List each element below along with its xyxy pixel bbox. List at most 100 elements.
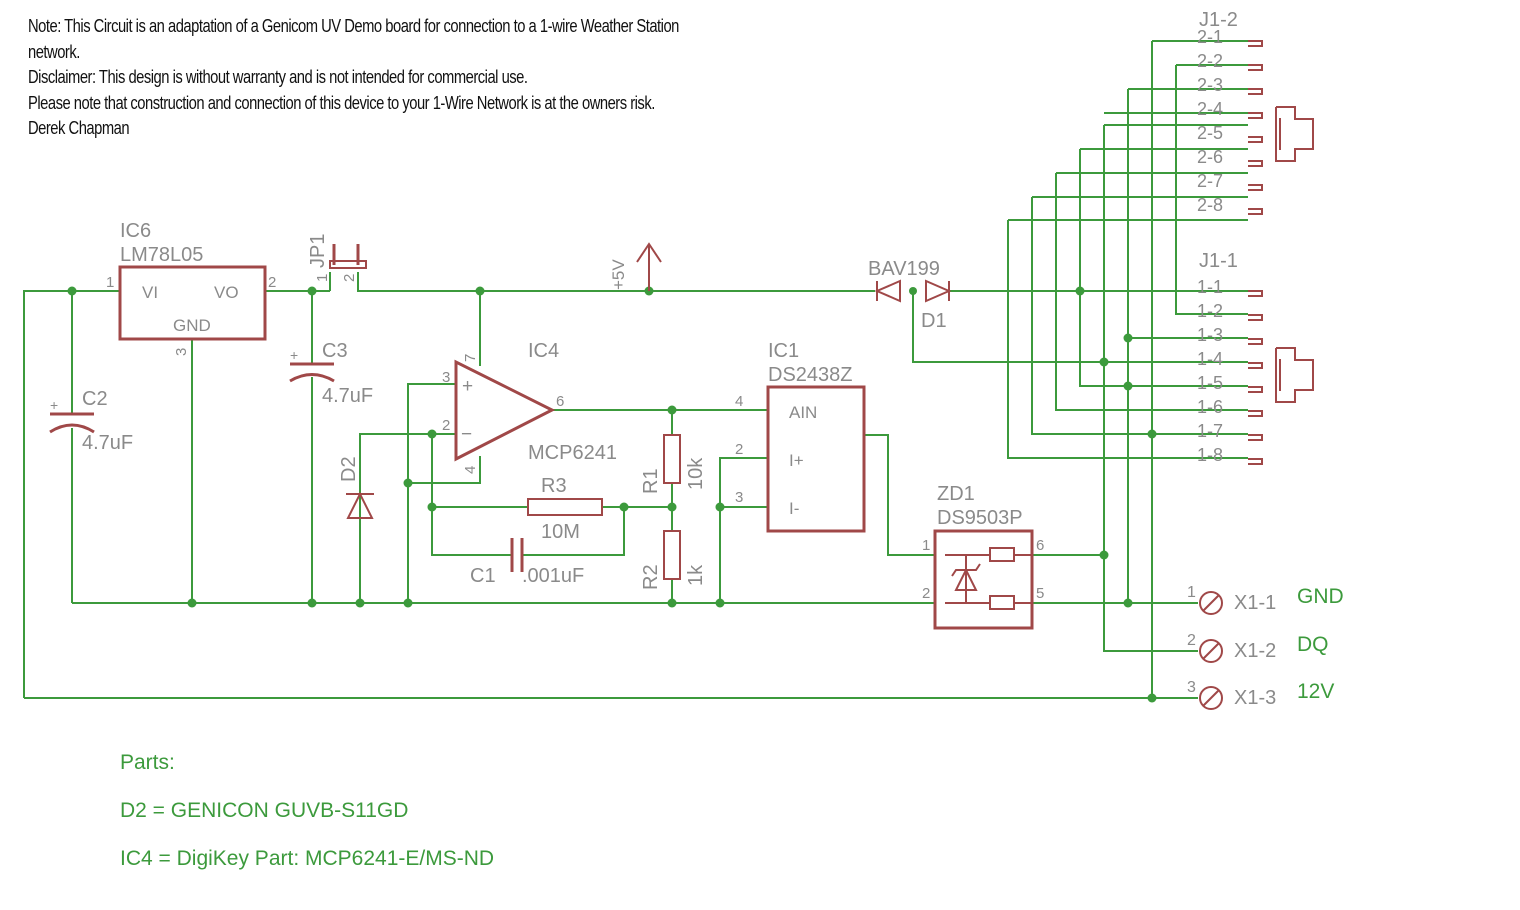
j1-1-pin-label-1: 1-1	[1197, 277, 1223, 297]
r3-name: R3	[541, 475, 567, 497]
c2-name: C2	[82, 388, 108, 410]
jp1-jumper: JP1 1 2	[307, 234, 367, 291]
j1-1-pin-label-4: 1-4	[1197, 349, 1223, 369]
j1-2-pin-4	[1248, 112, 1263, 119]
j1-2-pin-2	[1248, 64, 1263, 71]
ic4-minus: −	[461, 424, 472, 445]
r2-name: R2	[640, 564, 662, 590]
j1-1-pin-8	[1248, 458, 1263, 465]
c3-capacitor: + C3 4.7uF	[289, 340, 373, 407]
parts-line-ic4: IC4 = DigiKey Part: MCP6241-E/MS-ND	[120, 847, 495, 870]
ic6-pin2: 2	[268, 274, 276, 291]
j1-1-pin-1	[1248, 290, 1263, 297]
j1-1-pin-3	[1248, 338, 1263, 345]
zd1-pin2: 2	[922, 585, 930, 602]
j1-1-pin-7	[1248, 434, 1263, 441]
x1-terminal-1: 1 X1-1 GND	[1187, 584, 1344, 615]
x1-terminal-2: 2 X1-2 DQ	[1187, 632, 1329, 663]
ic6-regulator: IC6 LM78L05 VI VO GND 1 2 3	[106, 220, 276, 356]
j1-2-pin-label-7: 2-7	[1197, 171, 1223, 191]
j1-2-pin-3	[1248, 88, 1263, 95]
r1-resistor: R1 10k	[640, 434, 707, 494]
ic4-pin6: 6	[556, 393, 564, 410]
zd1-pin1: 1	[922, 537, 930, 554]
note-line-2: network.	[28, 42, 80, 62]
c3-name: C3	[322, 340, 348, 362]
ic6-pin3: 3	[173, 348, 190, 356]
ic4-pin2: 2	[442, 417, 450, 434]
ic4-value: MCP6241	[528, 442, 617, 464]
jp1-name: JP1	[307, 234, 329, 268]
ic6-name: IC6	[120, 220, 151, 242]
jp1-pin1: 1	[314, 274, 331, 282]
d1-name: D1	[921, 310, 947, 332]
j1-1-pin-6	[1248, 410, 1263, 417]
ic4-pin3: 3	[442, 369, 450, 386]
supply-label: +5V	[609, 259, 628, 290]
j1-2-pin-label-4: 2-4	[1197, 99, 1223, 119]
ic6-gnd: GND	[173, 316, 211, 335]
zd1-pin5: 5	[1036, 585, 1044, 602]
c3-value: 4.7uF	[322, 385, 373, 407]
ic1-value: DS2438Z	[768, 364, 853, 386]
ic4-name: IC4	[528, 340, 559, 362]
j1-2-pin-7	[1248, 184, 1263, 191]
ic6-vo: VO	[214, 283, 239, 302]
x1-terminals: 1 X1-1 GND 2 X1-2 DQ 3 X1-3 12V	[1187, 584, 1344, 710]
x1-1-num: 1	[1187, 584, 1196, 601]
ic1-ds2438z: IC1 DS2438Z AIN I+ I- 4 2 3	[735, 340, 866, 533]
j1-1-pin-5	[1248, 386, 1263, 393]
r2-value: 1k	[685, 564, 707, 586]
zd1-ds9503p: ZD1 DS9503P 1 2 6 5	[922, 483, 1044, 630]
plus5v-supply: +5V	[609, 242, 662, 291]
note-line-1: Note: This Circuit is an adaptation of a…	[28, 16, 679, 36]
c1-capacitor: C1 .001uF	[470, 538, 584, 587]
x1-1-name: X1-1	[1234, 592, 1276, 614]
c1-value: .001uF	[522, 565, 584, 587]
c2-capacitor: + C2 4.7uF	[49, 388, 133, 454]
j1-2-pin-label-5: 2-5	[1197, 123, 1223, 143]
j1-2-pin-label-1: 2-1	[1197, 27, 1223, 47]
ic1-pin2: 2	[735, 441, 743, 458]
j1-2-connector: J1-2 2-12-22-32-42-52-62-72-8	[1197, 9, 1314, 215]
x1-2-num: 2	[1187, 632, 1196, 649]
d2-photodiode: D2	[338, 456, 374, 519]
x1-1-net: GND	[1297, 585, 1344, 608]
wires	[23, 40, 1248, 699]
svg-text:+: +	[290, 347, 298, 363]
j1-2-name: J1-2	[1199, 9, 1238, 31]
ic1-name: IC1	[768, 340, 799, 362]
j1-1-pin-4	[1248, 362, 1263, 369]
j1-1-pin-label-2: 1-2	[1197, 301, 1223, 321]
ic1-iminus: I-	[789, 499, 799, 518]
bav199-name: BAV199	[868, 258, 940, 280]
r3-value: 10M	[541, 521, 580, 543]
r2-resistor: R2 1k	[640, 530, 707, 590]
x1-3-net: 12V	[1297, 680, 1334, 703]
j1-1-pin-label-8: 1-8	[1197, 445, 1223, 465]
ic1-pin4: 4	[735, 393, 743, 410]
j1-1-name: J1-1	[1199, 250, 1238, 272]
jp1-pin2: 2	[341, 274, 358, 282]
x1-3-num: 3	[1187, 679, 1196, 696]
c1-name: C1	[470, 565, 496, 587]
j1-1-pin-2	[1248, 314, 1263, 321]
ic4-plus: +	[462, 376, 473, 397]
j1-2-pin-8	[1248, 208, 1263, 215]
x1-2-net: DQ	[1297, 633, 1329, 656]
ic6-pin1: 1	[106, 274, 114, 291]
j1-1-connector: J1-1 1-11-21-31-41-51-61-71-8	[1197, 250, 1314, 465]
author-line: Derek Chapman	[28, 118, 130, 138]
zd1-pin6: 6	[1036, 537, 1044, 554]
risk-note-line: Please note that construction and connec…	[28, 93, 655, 113]
x1-2-name: X1-2	[1234, 640, 1276, 662]
bav199-diode-pair: BAV199 D1	[868, 258, 952, 332]
j1-2-pin-6	[1248, 160, 1263, 167]
parts-line-d2: D2 = GENICON GUVB-S11GD	[120, 799, 409, 822]
j1-1-pin-label-7: 1-7	[1197, 421, 1223, 441]
ic6-value: LM78L05	[120, 244, 203, 266]
x1-terminal-3: 3 X1-3 12V	[1187, 679, 1334, 710]
ic4-pin4: 4	[462, 466, 479, 474]
disclaimer-line: Disclaimer: This design is without warra…	[28, 67, 528, 87]
junctions	[67, 286, 1157, 703]
